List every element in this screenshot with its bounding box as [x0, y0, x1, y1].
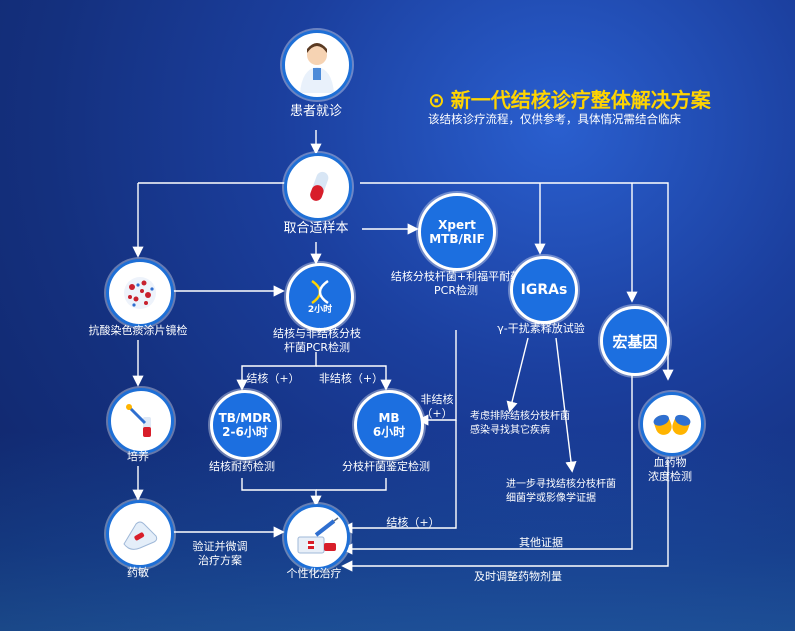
xpert-line2: MTB/RIF [429, 232, 485, 246]
edge-label-ntm-right-line1: 非结核 [420, 393, 454, 406]
diagram-title: ⊙新一代结核诊疗整体解决方案 [428, 88, 711, 112]
edge-label-verify-line1: 验证并微调 [192, 540, 248, 553]
tbmdr-desc: 结核耐药检测 [209, 460, 275, 473]
mngs-node: 宏基因 [600, 306, 670, 376]
pcr-desc: 结核与非结核分枝 杆菌PCR检测 [262, 327, 372, 355]
edge-mb-personal [316, 478, 387, 491]
xpert-line1: Xpert [438, 218, 476, 232]
tbmdr-line1: TB/MDR [218, 411, 272, 425]
edge-label-tb-pos: 结核（+） [246, 372, 300, 385]
edge-label-exclude: 考虑排除结核分枝杆菌 感染寻找其它疾病 [470, 410, 590, 438]
sample-node [284, 153, 352, 221]
xpert-desc-line1: 结核分枝杆菌+利福平耐药 [390, 270, 522, 283]
edge-xpert-personal [341, 420, 457, 534]
drugsens-label: 药敏 [127, 566, 149, 579]
edge-label-exclude-line2: 感染寻找其它疾病 [470, 425, 550, 436]
culture-label: 培养 [127, 450, 149, 463]
edge-mngs-personal [341, 360, 633, 555]
edge-label-verify: 验证并微调 治疗方案 [188, 540, 252, 568]
pcr-desc-line1: 结核与非结核分枝 [273, 327, 361, 340]
edge-drugconc-personal [341, 460, 669, 572]
mngs-label: 宏基因 [612, 332, 658, 351]
capsule-icon [653, 414, 691, 435]
mb-line1: MB [378, 411, 400, 425]
edge-label-further-line2: 细菌学或影像学证据 [506, 493, 596, 504]
target-bullet-icon: ⊙ [428, 88, 445, 112]
bacteria-icon [124, 277, 156, 309]
medicine-syringe-icon [297, 517, 339, 554]
test-tube-icon [310, 171, 329, 201]
smear-label: 抗酸染色痰涂片镜检 [88, 324, 188, 337]
gloved-hand-icon [123, 521, 158, 550]
patient-node [282, 30, 352, 100]
igras-node: IGRAs [510, 256, 578, 324]
igras-desc: γ-干扰素释放试验 [497, 322, 585, 335]
pcr-node: 2小时 [286, 263, 354, 331]
drugsens-node [106, 500, 174, 568]
tbmdr-node: TB/MDR 2-6小时 [210, 390, 280, 460]
smear-node [106, 259, 174, 327]
pcr-desc-line2: 杆菌PCR检测 [284, 341, 350, 354]
edge-label-exclude-line1: 考虑排除结核分枝杆菌 [470, 411, 570, 422]
igras-label: IGRAs [520, 282, 568, 298]
sample-label: 取合适样本 [283, 221, 349, 236]
personal-node [284, 504, 350, 570]
edge-tbmdr-personal [241, 478, 322, 507]
drugconc-node [640, 392, 704, 456]
edge-label-further-line1: 进一步寻找结核分枝杆菌 [506, 479, 616, 490]
patient-label: 患者就诊 [289, 104, 342, 119]
edge-label-ntm-pos: 非结核（+） [318, 372, 384, 385]
edge-label-further: 进一步寻找结核分枝杆菌 细菌学或影像学证据 [506, 478, 634, 506]
mb-line2: 6小时 [372, 425, 406, 439]
edge-label-adjust-dose: 及时调整药物剂量 [474, 570, 562, 583]
personal-label: 个性化治疗 [286, 567, 342, 580]
edge-label-other-evidence: 其他证据 [519, 536, 563, 549]
culture-node [108, 388, 174, 454]
doctor-icon [300, 43, 334, 93]
edge-label-ntm-right: 非结核 （+） [420, 393, 454, 421]
xpert-desc-line2: PCR检测 [434, 284, 478, 297]
tbmdr-line2: 2-6小时 [222, 425, 268, 439]
drugconc-line1: 血药物 [653, 456, 687, 469]
xpert-desc: 结核分枝杆菌+利福平耐药 PCR检测 [386, 270, 526, 298]
mb-node: MB 6小时 [354, 390, 424, 460]
edge-label-verify-line2: 治疗方案 [198, 554, 242, 567]
edge-label-ntm-right-line2: （+） [421, 407, 453, 420]
edge-igras-exclude [506, 337, 529, 413]
dna-icon [311, 279, 329, 304]
edge-pcr-mb [316, 365, 392, 391]
xpert-node: Xpert MTB/RIF [418, 193, 496, 271]
edge-pcr-tbmdr [236, 352, 317, 391]
edge-label-tb-pos-xpert: 结核（+） [386, 516, 440, 529]
diagram-subtitle: 该结核诊疗流程，仅供参考，具体情况需结合临床 [428, 112, 681, 126]
drugconc-line2: 浓度检测 [648, 470, 692, 483]
pcr-badge: 2小时 [307, 304, 333, 315]
edge-igras-further [555, 337, 577, 473]
mb-desc: 分枝杆菌鉴定检测 [342, 460, 430, 473]
drugconc-desc: 血药物 浓度检测 [646, 456, 694, 484]
pipette-icon [126, 404, 151, 437]
edge-to-drugconc [360, 182, 674, 381]
